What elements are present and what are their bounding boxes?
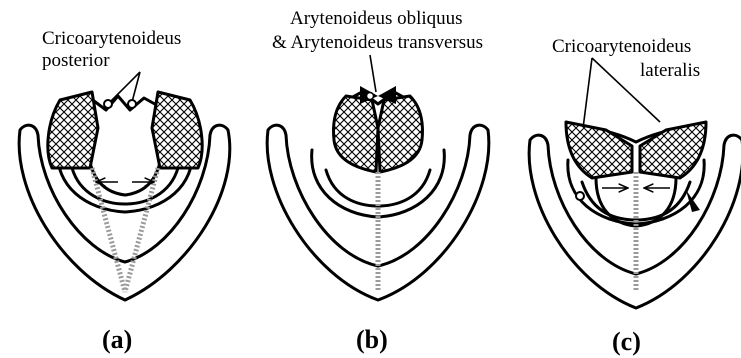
panel-c: Cricoarytenoideus lateralis (c) [529,36,741,356]
muscle-point-a-left [104,100,112,108]
muscle-point-a-right [128,100,136,108]
label-c-bottom: lateralis [640,60,700,81]
caption-c: (c) [612,327,641,356]
arytenoid-left-a [48,92,98,168]
arytenoid-right-a [152,92,202,168]
label-b-bottom: & Arytenoideus transversus [272,32,483,53]
panel-b: Arytenoideus obliquus & Arytenoideus tra… [267,8,489,354]
vocal-cord-a-left [92,168,125,292]
panel-a: Cricoarytenoideus posterior (a) [19,28,230,354]
vocal-cord-a-right [125,168,158,292]
inner-ring-a [72,168,178,204]
arytenoid-right-b [378,96,423,172]
label-a-bottom: posterior [42,50,110,71]
label-a-top: Cricoarytenoideus [42,28,181,49]
caption-b: (b) [356,325,388,354]
pointer-line-b [370,55,376,92]
label-b-top: Arytenoideus obliquus [290,8,463,29]
caption-a: (a) [102,325,132,354]
arytenoid-left-b [334,96,379,172]
muscle-point-c-left [576,192,584,200]
muscle-point-b [367,93,374,100]
arytenoid-right-c [640,122,706,178]
arytenoid-left-c [566,122,632,178]
label-c-top: Cricoarytenoideus [552,36,691,57]
glottis-outline-a [85,132,165,195]
